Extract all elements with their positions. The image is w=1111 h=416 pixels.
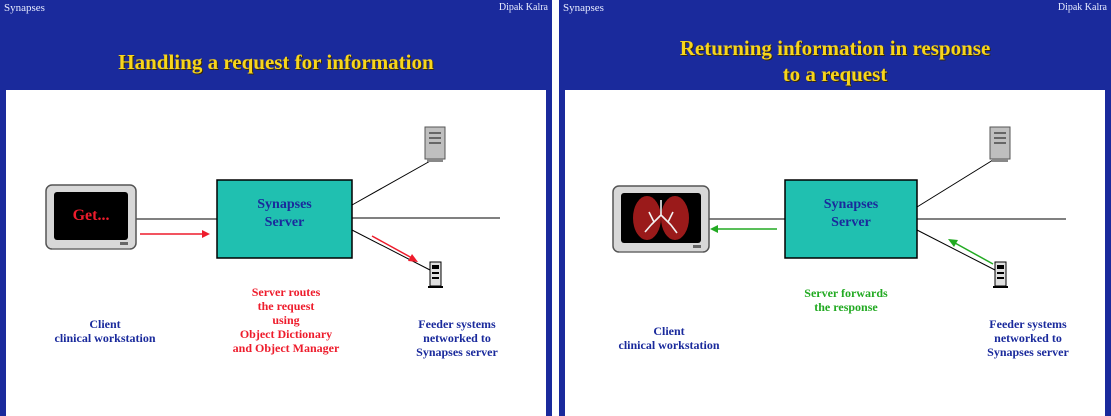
forwards-line: Server forwards (804, 286, 888, 300)
feeder-label: Feeder systems networked to Synapses ser… (963, 317, 1093, 359)
server-label: Synapses Server (217, 196, 352, 232)
feeder-response-arrow-line (954, 242, 994, 265)
feeder-label-line: Synapses server (987, 345, 1069, 359)
feeder-label-line: Synapses server (416, 345, 498, 359)
server-label-line2: Server (831, 215, 871, 230)
slide-title-line2: to a request (782, 62, 888, 86)
routes-line: using (272, 313, 300, 327)
feeder-label-line: Feeder systems (418, 317, 496, 331)
client-label-line: clinical workstation (618, 338, 720, 352)
slide-request: Synapses Dipak Kalra Handling a request … (0, 0, 552, 416)
tower-server-icon (989, 126, 1011, 162)
diagram-graphics (45, 126, 500, 288)
feeder-label-line: Feeder systems (989, 317, 1067, 331)
slide-header: Synapses Dipak Kalra Handling a request … (0, 0, 552, 90)
server-label-line2: Server (264, 215, 305, 230)
server-box (216, 179, 353, 259)
server-tower-line (351, 159, 433, 206)
client-label: Client clinical workstation (30, 317, 180, 345)
server-feeder-line (351, 229, 431, 271)
slide-header: Synapses Dipak Kalra Returning informati… (559, 0, 1111, 90)
tower-server-icon (424, 126, 446, 162)
forward-arrow-head (408, 254, 418, 262)
slide-response: Synapses Dipak Kalra Returning informati… (559, 0, 1111, 416)
forwards-line: the response (814, 300, 878, 314)
header-right-label: Dipak Kalra (498, 2, 548, 13)
feeder-device-icon (993, 261, 1008, 288)
routes-line: the request (257, 299, 315, 313)
client-label-line: clinical workstation (54, 331, 156, 345)
forward-arrow-line (371, 235, 413, 259)
server-label-line1: Synapses (823, 197, 879, 212)
request-arrow-head (202, 230, 210, 238)
response-arrow-head (710, 225, 718, 233)
monitor-text: Get... (72, 207, 110, 224)
diagram-graphics (612, 126, 1066, 288)
feeder-label: Feeder systems networked to Synapses ser… (392, 317, 522, 359)
feeder-label-line: networked to (423, 331, 491, 345)
client-label: Client clinical workstation (594, 324, 744, 352)
server-tower-line (916, 159, 994, 208)
monitor-icon (612, 185, 710, 253)
server-label-line1: Synapses (257, 197, 312, 212)
forwards-description: Server forwards the response (771, 286, 921, 314)
slide-title-line1: Returning information in response (679, 36, 991, 60)
routes-line: Object Dictionary (239, 327, 333, 341)
header-right-label: Dipak Kalra (1057, 2, 1107, 13)
lungs-scan-icon (633, 196, 689, 240)
header-left-label: Synapses (563, 2, 604, 14)
client-label-line: Client (653, 324, 685, 338)
routes-line: and Object Manager (232, 341, 340, 355)
feeder-label-line: networked to (994, 331, 1062, 345)
feeder-device-icon (428, 261, 443, 288)
header-left-label: Synapses (4, 2, 45, 14)
client-label-line: Client (89, 317, 121, 331)
feeder-response-arrow-head (948, 239, 958, 247)
routes-description: Server routes the request using Object D… (206, 285, 366, 355)
slide-title: Handling a request for information (118, 50, 434, 74)
routes-line: Server routes (251, 285, 321, 299)
server-feeder-line (916, 229, 996, 271)
server-label: Synapses Server (785, 196, 917, 232)
server-box (784, 179, 918, 259)
monitor-icon (45, 184, 137, 250)
